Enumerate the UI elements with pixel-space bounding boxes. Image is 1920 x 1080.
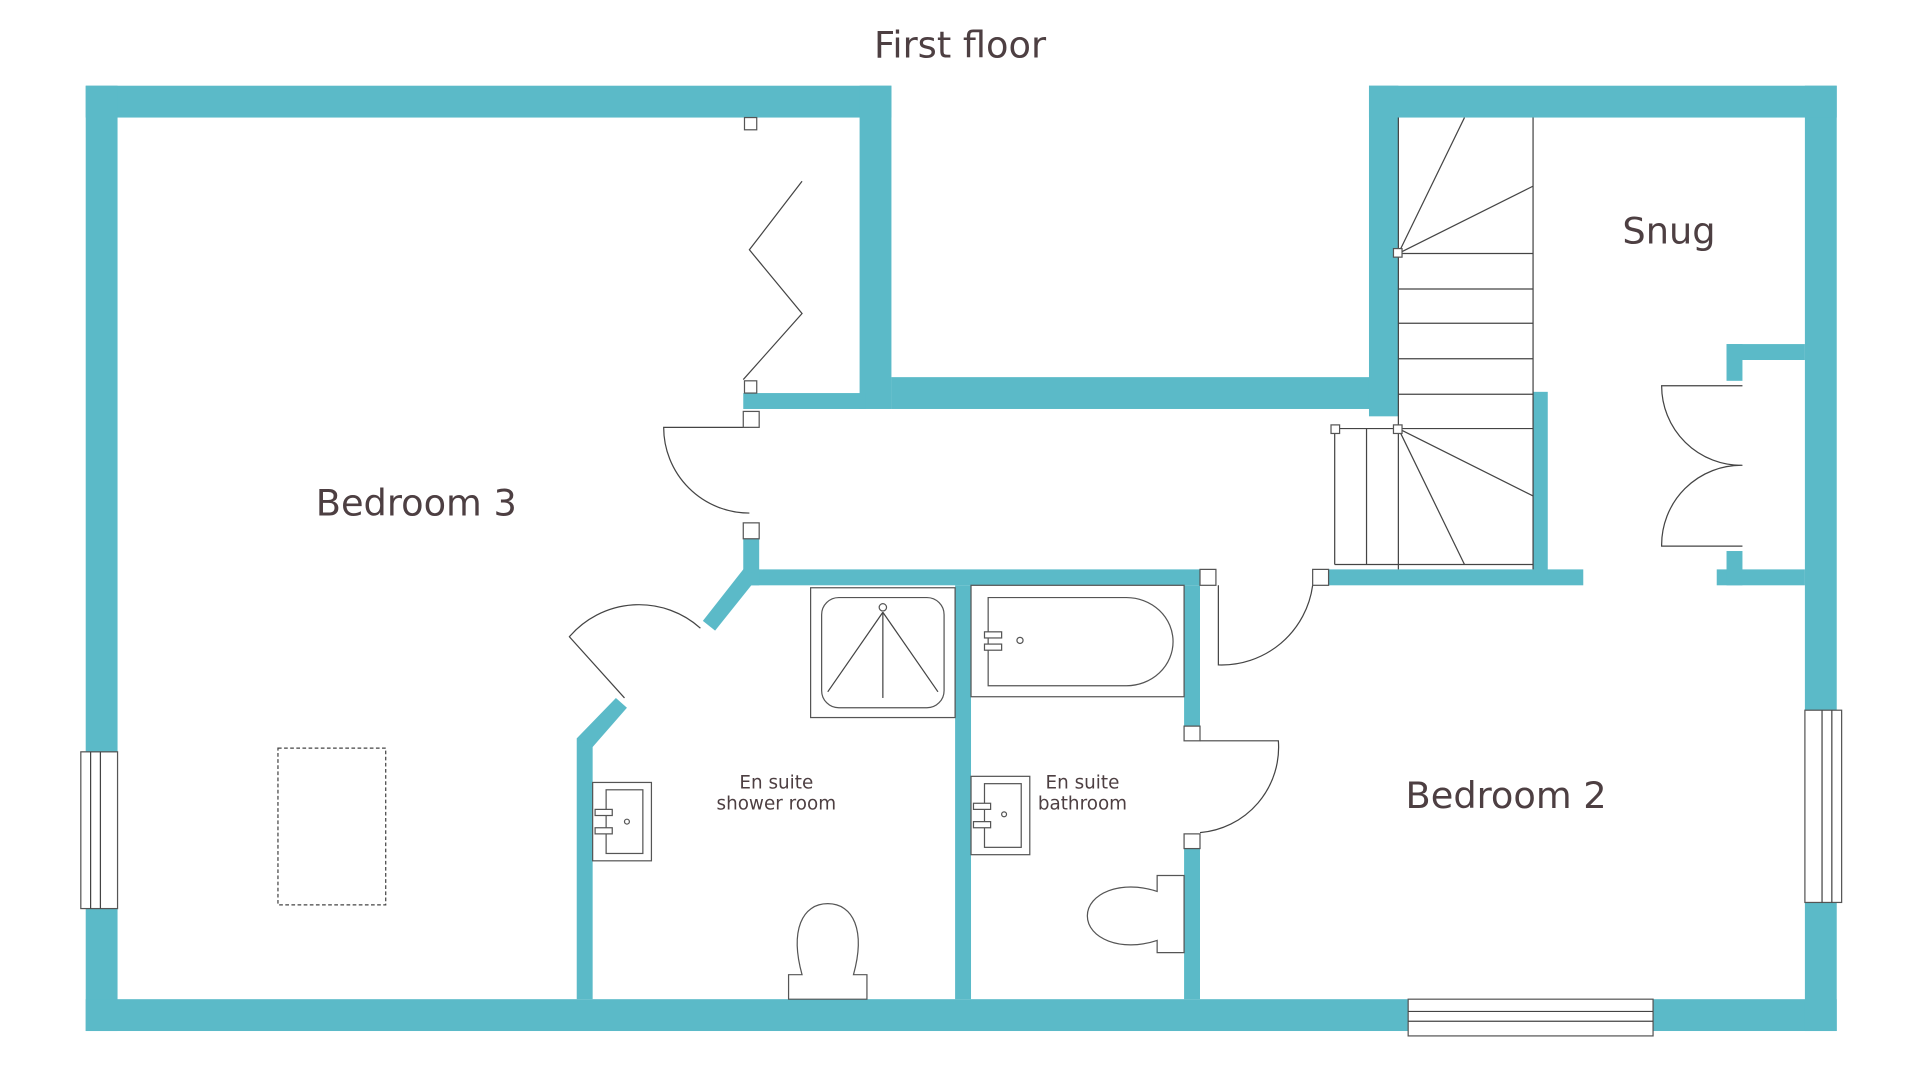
label-bathroom-2: bathroom (1038, 793, 1127, 814)
label-bedroom-3: Bedroom 3 (316, 482, 517, 525)
label-bedroom-2: Bedroom 2 (1406, 774, 1607, 817)
staircase (1330, 117, 1534, 570)
label-snug: Snug (1622, 210, 1715, 253)
floor-title: First floor (874, 24, 1047, 67)
fixtures (277, 584, 1185, 1000)
label-shower-room-2: shower room (717, 793, 837, 814)
windows (80, 709, 1843, 1037)
doors (568, 116, 1743, 850)
label-bathroom-1: En suite (1046, 773, 1120, 794)
walls (85, 85, 1837, 1032)
label-shower-room-1: En suite (739, 773, 813, 794)
room-labels: Bedroom 3 Bedroom 2 Snug En suite shower… (316, 210, 1716, 817)
